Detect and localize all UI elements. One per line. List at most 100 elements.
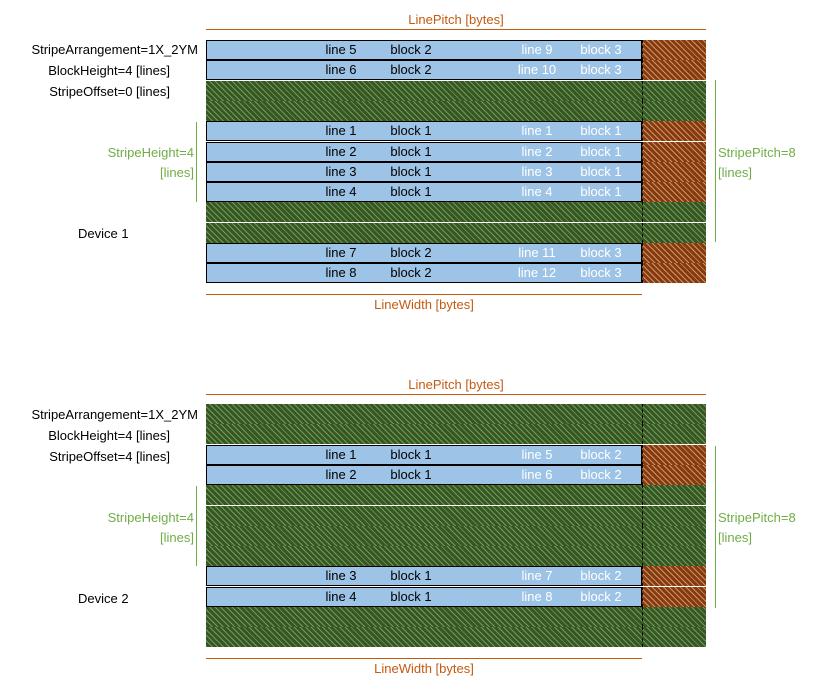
chroma-line-label: line 12 bbox=[517, 265, 557, 281]
line-data bbox=[206, 121, 642, 142]
device1-line-width-line bbox=[206, 294, 642, 295]
device2-row-12 bbox=[206, 627, 706, 648]
pitch-padding bbox=[642, 161, 706, 182]
line-data bbox=[206, 40, 642, 60]
luma-block-label: block 1 bbox=[390, 123, 432, 139]
chroma-block-label: block 1 bbox=[580, 143, 622, 159]
chroma-block-label: block 1 bbox=[580, 163, 622, 179]
device1-line-pitch-label: LinePitch [bytes] bbox=[408, 12, 504, 27]
pitch-padding bbox=[642, 464, 706, 485]
pitch-padding bbox=[642, 80, 706, 101]
chroma-block-label: block 1 bbox=[580, 184, 622, 200]
chroma-line-label: line 5 bbox=[521, 446, 553, 462]
luma-line-label: line 8 bbox=[325, 265, 357, 281]
pitch-padding bbox=[642, 243, 706, 263]
device2-line-width-line bbox=[206, 658, 642, 659]
chroma-line-label: line 10 bbox=[517, 62, 557, 78]
line-data bbox=[206, 182, 642, 203]
chroma-line-label: line 11 bbox=[518, 245, 556, 260]
unused-line bbox=[206, 424, 642, 445]
pitch-padding bbox=[642, 485, 706, 506]
device1-row-3 bbox=[206, 80, 706, 101]
device2-row-11 bbox=[206, 607, 706, 627]
device2-row-6 bbox=[206, 505, 706, 526]
device2-stripe-height-label: StripeHeight=4 bbox=[107, 510, 194, 525]
luma-line-label: line 1 bbox=[325, 123, 357, 139]
chroma-line-label: line 1 bbox=[521, 123, 553, 139]
pitch-padding bbox=[642, 182, 706, 203]
luma-block-label: block 1 bbox=[390, 466, 432, 482]
device2-line-pitch-line bbox=[206, 394, 706, 395]
pitch-padding bbox=[642, 424, 706, 445]
chroma-block-label: block 3 bbox=[580, 42, 622, 57]
luma-block-label: block 1 bbox=[390, 568, 432, 584]
device1-stripe-offset: StripeOffset=0 [lines] bbox=[49, 84, 170, 99]
pitch-padding bbox=[642, 404, 706, 424]
chroma-line-label: line 4 bbox=[521, 184, 553, 200]
device2-stripe-height-bracket bbox=[196, 486, 197, 566]
unused-line bbox=[206, 404, 642, 424]
chroma-line-label: line 2 bbox=[521, 143, 553, 159]
device2-row-8 bbox=[206, 546, 706, 567]
unused-line bbox=[206, 202, 642, 223]
pitch-padding bbox=[642, 40, 706, 60]
luma-line-label: line 1 bbox=[325, 446, 357, 462]
device1-stripe-height-bracket bbox=[196, 122, 197, 202]
pitch-padding bbox=[642, 566, 706, 587]
line-data bbox=[206, 444, 642, 465]
pitch-padding bbox=[642, 546, 706, 567]
pitch-padding bbox=[642, 121, 706, 142]
chroma-block-label: block 3 bbox=[580, 245, 622, 260]
chroma-line-label: line 3 bbox=[521, 163, 553, 179]
line-data bbox=[206, 243, 642, 263]
unused-line bbox=[206, 222, 642, 243]
device2-stripe-pitch-label: StripePitch=8 bbox=[718, 510, 796, 525]
device1-label: Device 1 bbox=[78, 226, 129, 241]
device2-stripe-pitch-unit: [lines] bbox=[718, 530, 752, 545]
pitch-padding bbox=[642, 141, 706, 162]
unused-line bbox=[206, 525, 642, 546]
chroma-block-label: block 2 bbox=[580, 588, 622, 604]
device2-stripe-pitch-bracket bbox=[715, 446, 716, 608]
unused-line bbox=[206, 627, 642, 648]
luma-line-label: line 3 bbox=[325, 568, 357, 584]
luma-line-label: line 4 bbox=[325, 588, 357, 604]
chroma-block-label: block 2 bbox=[580, 466, 622, 482]
device2-row-5 bbox=[206, 485, 706, 506]
device1-block-height: BlockHeight=4 [lines] bbox=[48, 63, 170, 78]
device1-stripe-pitch-label: StripePitch=8 bbox=[718, 145, 796, 160]
unused-line bbox=[206, 546, 642, 567]
chroma-block-label: block 2 bbox=[580, 568, 622, 584]
luma-block-label: block 2 bbox=[390, 62, 432, 78]
device2-line-pitch-label: LinePitch [bytes] bbox=[408, 377, 504, 392]
luma-line-label: line 3 bbox=[325, 163, 357, 179]
luma-line-label: line 7 bbox=[325, 245, 357, 260]
unused-line bbox=[206, 100, 642, 121]
pitch-padding bbox=[642, 505, 706, 526]
unused-line bbox=[206, 80, 642, 101]
unused-line bbox=[206, 485, 642, 506]
luma-line-label: line 2 bbox=[325, 466, 357, 482]
pitch-padding bbox=[642, 607, 706, 627]
chroma-block-label: block 3 bbox=[580, 62, 622, 78]
luma-block-label: block 2 bbox=[390, 265, 432, 281]
device2-line-width-label: LineWidth [bytes] bbox=[374, 661, 474, 676]
pitch-padding bbox=[642, 222, 706, 243]
luma-block-label: block 1 bbox=[390, 446, 432, 462]
pitch-padding bbox=[642, 586, 706, 607]
device1-line-width-label: LineWidth [bytes] bbox=[374, 297, 474, 312]
device2-stripe-offset: StripeOffset=4 [lines] bbox=[49, 449, 170, 464]
device1-stripe-height-unit: [lines] bbox=[160, 165, 194, 180]
line-data bbox=[206, 566, 642, 587]
